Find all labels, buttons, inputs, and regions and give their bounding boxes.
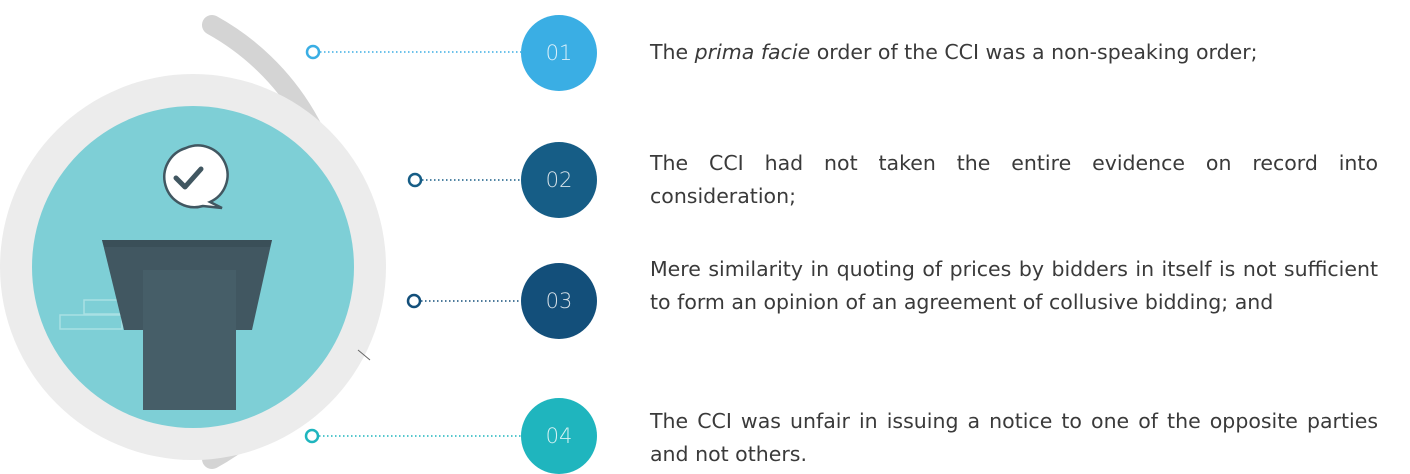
point-04-text: The CCI was unfair in issuing a notice t… (650, 409, 1378, 466)
connector-03 (406, 293, 521, 309)
badge-01: 01 (521, 15, 597, 91)
point-01-text-after: order of the CCI was a non-speaking orde… (810, 40, 1258, 64)
badge-03: 03 (521, 263, 597, 339)
point-01-text-before: The (650, 40, 695, 64)
point-03-text: Mere similarity in quoting of prices by … (650, 257, 1378, 314)
badge-02: 02 (521, 142, 597, 218)
podium-icon (59, 240, 272, 410)
point-01-text: The prima facie order of the CCI was a n… (650, 36, 1378, 69)
point-01-text-em: prima facie (694, 40, 811, 64)
connector-04 (304, 428, 521, 444)
badge-04: 04 (521, 398, 597, 474)
check-speech-bubble-icon (163, 144, 229, 210)
point-02-text: The CCI had not taken the entire evidenc… (650, 151, 1378, 208)
connector-01 (305, 44, 521, 60)
connector-02 (407, 172, 521, 188)
